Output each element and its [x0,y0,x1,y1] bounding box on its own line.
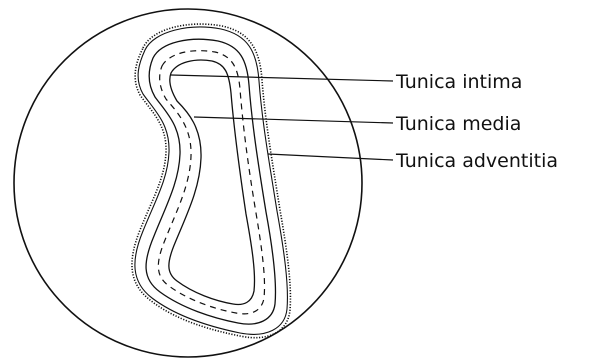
adventitia-leader-line [268,154,393,160]
tunica-intima-lining [169,60,255,304]
tunica-adventitia-label: Tunica adventitia [395,150,558,172]
tunica-intima-label: Tunica intima [395,71,522,93]
adventitia-media-boundary [146,39,275,324]
tunica-media-label: Tunica media [395,113,521,135]
tunica-adventitia-outer-edge [135,27,288,334]
intima-leader-line [171,75,393,81]
tunica-adventitia-outer-border [132,24,290,338]
media-leader-line [194,117,393,123]
tunica-media-layer [158,51,264,314]
